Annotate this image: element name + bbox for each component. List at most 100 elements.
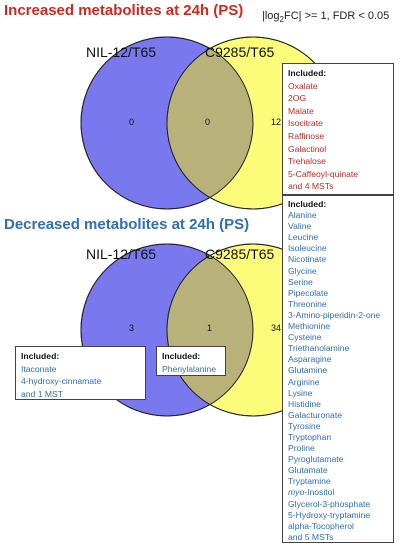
venn-decreased-left-outline [80, 243, 254, 417]
included-header: Included: [288, 199, 327, 209]
set-label-nil-top: NIL-12/T65 [86, 44, 157, 60]
included-item: Tryptophan [288, 432, 389, 443]
included-item: Glycine [288, 266, 389, 277]
included-item-text: Glycerol-3-phosphate [288, 498, 371, 509]
included-item-text: Tyrosine [288, 420, 321, 431]
included-item: Trehalose [288, 155, 389, 168]
included-item-text: Trehalose [288, 156, 326, 167]
included-item: Asparagine [288, 354, 389, 365]
included-item-text: Isocitrate [288, 118, 323, 129]
included-item: Glycerol-3-phosphate [288, 499, 389, 510]
set-label-c9285-bottom: C9285/T65 [205, 246, 275, 262]
included-item-text: Threonine [288, 298, 327, 309]
included-item: Raffinose [288, 130, 389, 143]
included-item-text: 4-hydroxy-cinnamate [21, 376, 102, 387]
included-item-text: Arginine [288, 376, 320, 387]
count-decreased-both: 1 [207, 323, 213, 333]
included-item-text: Asparagine [288, 354, 332, 365]
included-item-text: alpha-Tocopherol [288, 520, 354, 531]
included-item: 5-Caffeoyl-quinate [288, 168, 389, 181]
included-item: and 5 MSTs [288, 532, 389, 543]
included-item-text: Glycine [288, 265, 317, 276]
threshold-suffix: FC| >= 1, FDR < 0.05 [284, 10, 390, 22]
included-item-text: Leucine [288, 232, 319, 243]
included-item: Nicotinate [288, 254, 389, 265]
included-item: Glutamine [288, 365, 389, 376]
included-item: Itaconate [21, 363, 141, 376]
included-item-text: Galacturonate [288, 409, 342, 420]
included-item: 5-Hydroxy-tryptamine [288, 510, 389, 521]
included-item-text: Tryptamine [288, 476, 331, 487]
included-item-text: 2OG [288, 93, 307, 104]
included-item-text: Lysine [288, 387, 313, 398]
included-item-text: Pyroglutamate [288, 454, 344, 465]
included-header: Included: [21, 351, 60, 361]
set-label-nil-bottom: NIL-12/T65 [86, 246, 157, 262]
included-item-text: Raffinose [288, 130, 325, 141]
included-item: and 4 MSTs [288, 180, 389, 193]
included-item: Threonine [288, 299, 389, 310]
included-item: Triethanolamine [288, 343, 389, 354]
included-item-text: Oxalate [288, 80, 318, 91]
included-item: Valine [288, 221, 389, 232]
included-item-text: Malate [288, 105, 314, 116]
included-item: Leucine [288, 232, 389, 243]
included-item-text: Galactinol [288, 143, 327, 154]
included-item-text: Valine [288, 221, 312, 232]
count-increased-left: 0 [129, 117, 135, 127]
included-item: Isoleucine [288, 243, 389, 254]
included-item: Arginine [288, 377, 389, 388]
included-item-text: Alanine [288, 210, 317, 221]
included-item-text: Proline [288, 443, 315, 454]
included-header: Included: [162, 351, 201, 361]
included-item: 4-hydroxy-cinnamate [21, 375, 141, 388]
included-item: Glutamate [288, 465, 389, 476]
included-item: Proline [288, 443, 389, 454]
included-box-decreased-both: Included: Phenylalanine [156, 346, 226, 376]
included-item-text: Serine [288, 276, 313, 287]
included-item-text: Glutamate [288, 465, 328, 476]
included-item-text: Glutamine [288, 365, 328, 376]
venn-increased-overlap [167, 37, 253, 209]
included-item-text: Pipecolate [288, 287, 329, 298]
decreased-title: Decreased metabolites at 24h (PS) [4, 216, 250, 233]
included-item: Serine [288, 277, 389, 288]
included-item-text: and 4 MSTs [288, 181, 334, 192]
included-item: alpha-Tocopherol [288, 521, 389, 532]
included-item: Cysteine [288, 332, 389, 343]
included-item-text: Itaconate [21, 363, 57, 374]
included-item: Isocitrate [288, 117, 389, 130]
set-label-c9285-top: C9285/T65 [205, 44, 275, 60]
included-item: Methionine [288, 321, 389, 332]
included-item: Alanine [288, 210, 389, 221]
included-item: Oxalate [288, 80, 389, 93]
included-item-text: Isoleucine [288, 243, 327, 254]
included-item-text: Triethanolamine [288, 343, 350, 354]
included-item: Phenylalanine [162, 363, 221, 376]
included-item: myo-Inositol [288, 487, 389, 498]
included-item: Galactinol [288, 143, 389, 156]
included-item-text: and 1 MST [21, 388, 64, 399]
included-item: Malate [288, 105, 389, 118]
included-item-text: 5-Hydroxy-tryptamine [288, 509, 371, 520]
threshold-prefix: |log [262, 10, 280, 22]
included-item: Tyrosine [288, 421, 389, 432]
included-item: and 1 MST [21, 388, 141, 401]
increased-title: Increased metabolites at 24h (PS) [4, 2, 244, 19]
threshold-note: |log2FC| >= 1, FDR < 0.05 [262, 10, 389, 24]
count-decreased-right: 34 [271, 323, 282, 333]
included-item-text: and 5 MSTs [288, 531, 334, 542]
included-item: Histidine [288, 399, 389, 410]
venn-increased-left-outline [80, 36, 254, 210]
count-increased-right: 12 [271, 117, 282, 127]
included-item-text: Nicotinate [288, 254, 327, 265]
included-item: Lysine [288, 388, 389, 399]
included-item: Pyroglutamate [288, 454, 389, 465]
included-item-text: Tryptophan [288, 431, 332, 442]
included-list: Phenylalanine [162, 363, 221, 376]
